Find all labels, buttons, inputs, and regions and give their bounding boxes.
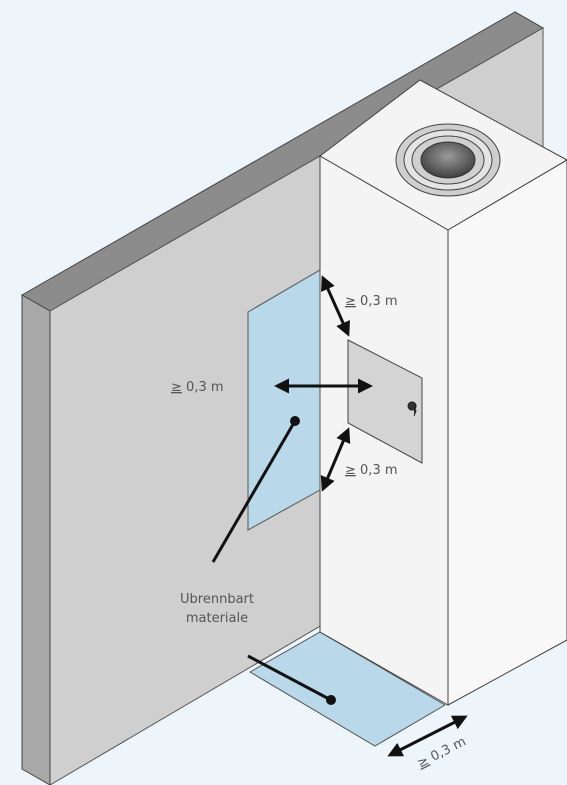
arrow-bottom-clearance bbox=[320, 427, 351, 492]
label-top-clearance: ≥ 0,3 m bbox=[345, 294, 398, 309]
wall-protection-panel bbox=[247, 269, 321, 531]
label-material-line1: Ubrennbart bbox=[180, 592, 254, 607]
label-material-line2: materiale bbox=[186, 611, 248, 626]
leader-line-floor bbox=[247, 654, 332, 702]
leader-line-wall bbox=[211, 420, 297, 563]
stove-side-face bbox=[447, 159, 567, 706]
wall-side-edge bbox=[21, 294, 51, 785]
label-bottom-clearance: ≥ 0,3 m bbox=[345, 463, 398, 478]
stove-door bbox=[347, 339, 423, 464]
flue-icon bbox=[395, 123, 501, 197]
door-handle-icon bbox=[407, 401, 417, 417]
leader-dot-wall bbox=[290, 416, 300, 426]
label-floor-clearance: ≥ 0,3 m bbox=[415, 734, 469, 771]
arrow-top-clearance bbox=[321, 275, 350, 337]
label-side-clearance: ≥ 0,3 m bbox=[171, 380, 224, 395]
arrow-floor-clearance bbox=[387, 715, 468, 757]
leader-dot-floor bbox=[326, 695, 336, 705]
